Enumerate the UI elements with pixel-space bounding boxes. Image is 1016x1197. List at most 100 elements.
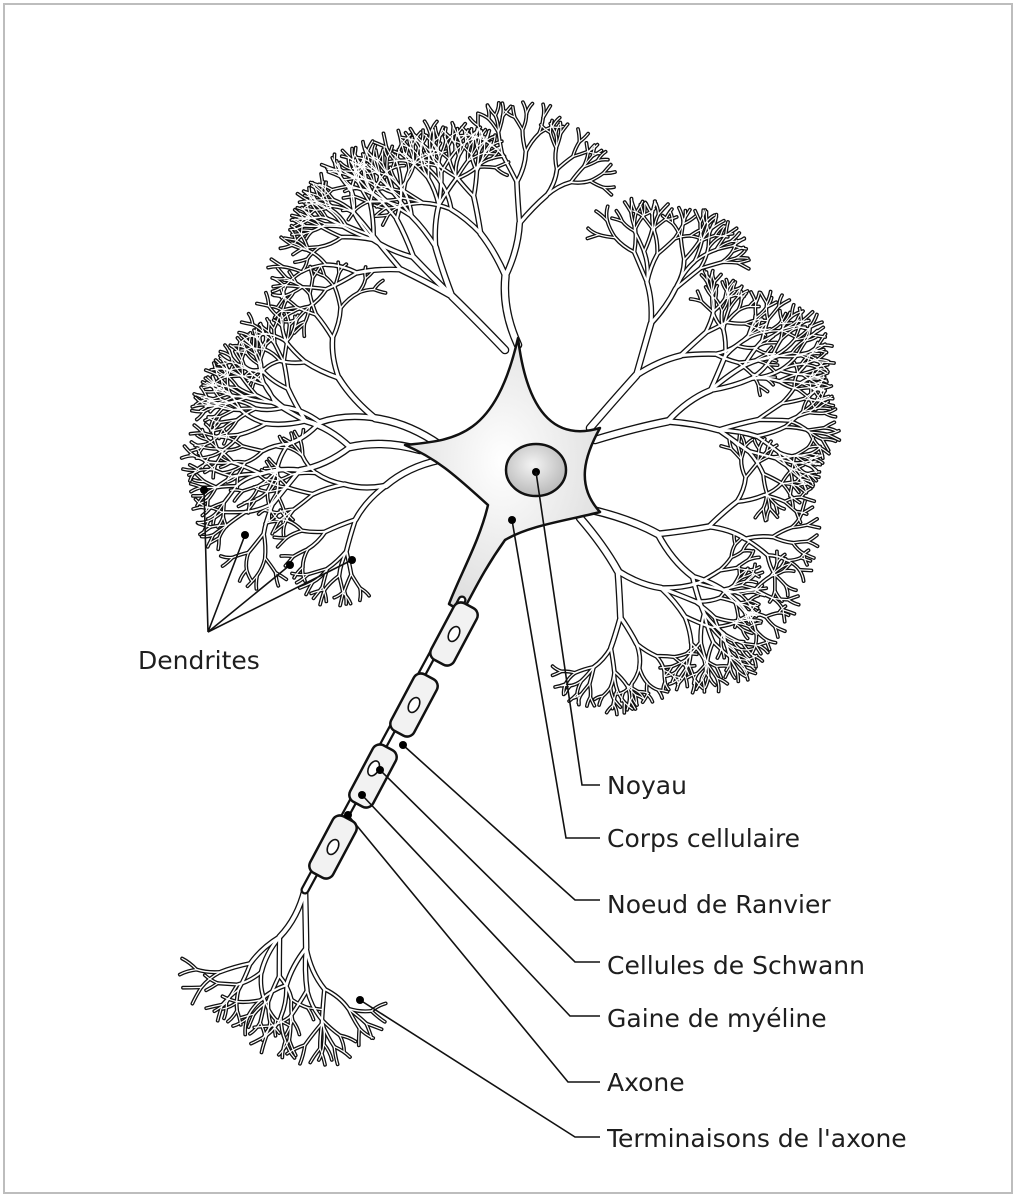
branch-fill	[590, 375, 636, 428]
branch-fill	[428, 156, 429, 179]
leader-dendrites-3	[208, 560, 352, 632]
myelin-sheath-1	[427, 600, 480, 669]
label-gaine-de-myeline: Gaine de myéline	[607, 1006, 827, 1031]
label-noyau: Noyau	[607, 773, 687, 798]
dot-dendrite-2	[241, 531, 249, 539]
branch-fill	[709, 502, 737, 527]
label-axone: Axone	[607, 1070, 685, 1095]
branch-fill	[371, 1011, 384, 1022]
branch-fill	[520, 196, 547, 224]
branch-fill	[755, 303, 756, 318]
branch-fill	[338, 262, 339, 273]
branch-fill	[211, 462, 233, 463]
branch-fill	[359, 1028, 360, 1045]
branch-fill	[515, 117, 523, 130]
branch-fill	[285, 341, 305, 362]
leader-corps-cellulaire	[512, 520, 600, 838]
dot-gaine-myeline	[358, 791, 366, 799]
branch-fill	[768, 307, 779, 320]
branch-fill	[192, 987, 201, 1003]
label-corps-cellulaire: Corps cellulaire	[607, 826, 800, 851]
dot-terminaisons	[356, 996, 364, 1004]
label-terminaisons-de-laxone: Terminaisons de l'axone	[607, 1126, 929, 1151]
branch-fill	[294, 494, 313, 509]
branch-fill	[656, 656, 674, 657]
branch-fill	[557, 157, 573, 170]
branch-fill	[387, 157, 388, 173]
branch-fill	[799, 570, 811, 571]
myelin-sheath-3	[346, 742, 399, 811]
branch-fill	[707, 272, 708, 282]
leader-terminaisons	[360, 1000, 600, 1137]
branch-fill	[265, 558, 276, 573]
branch-fill	[322, 227, 342, 237]
branch-fill	[481, 234, 506, 277]
branch-fill	[745, 539, 767, 555]
label-noeud-de-ranvier: Noeud de Ranvier	[607, 892, 831, 917]
axon	[305, 600, 481, 890]
branch-fill	[412, 216, 436, 247]
branch-fill	[620, 617, 636, 644]
branch-fill	[746, 463, 758, 478]
branch-fill	[618, 571, 621, 617]
branch-fill	[253, 336, 254, 347]
branch-fill	[687, 653, 697, 654]
branch-fill	[737, 560, 749, 568]
branch-fill	[773, 528, 792, 538]
soma-shape	[405, 338, 600, 612]
branch-fill	[592, 510, 658, 534]
branch-fill	[758, 420, 789, 421]
branch-fill	[582, 684, 590, 694]
myelin-sheath-4	[306, 813, 359, 882]
branch-fill	[274, 537, 286, 538]
branch-fill	[280, 888, 305, 937]
cell-body	[405, 338, 600, 612]
frame-border	[4, 4, 1012, 1193]
branch-fill	[239, 424, 266, 435]
branch-fill	[659, 204, 669, 214]
branch-fill	[505, 276, 518, 345]
dot-cellules-schwann	[376, 766, 384, 774]
dot-noeud-ranvier	[399, 741, 407, 749]
dot-dendrite-1	[200, 486, 208, 494]
branch-fill	[360, 588, 361, 600]
leader-cellules-schwann	[380, 770, 600, 962]
branch-fill	[365, 267, 366, 279]
branch-fill	[722, 262, 738, 263]
branch-fill	[611, 617, 621, 648]
dot-axone	[344, 811, 352, 819]
branch-fill	[580, 518, 618, 571]
branch-fill	[305, 948, 307, 990]
myelin-sheath-2	[387, 671, 440, 740]
branch-fill	[769, 456, 779, 457]
branch-fill	[316, 315, 332, 338]
branch-fill	[733, 641, 744, 642]
branch-fill	[502, 154, 517, 182]
branch-fill	[595, 421, 668, 440]
axon-terminal-tree	[180, 888, 386, 1065]
branch-fill	[344, 574, 351, 591]
branch-fill	[603, 187, 614, 188]
branch-fill	[758, 404, 782, 420]
dot-corps-cellulaire	[508, 516, 516, 524]
label-dendrites: Dendrites	[138, 648, 260, 673]
branch-fill	[483, 153, 496, 154]
branch-fill	[729, 293, 730, 309]
branch-fill	[743, 551, 753, 552]
branch-fill	[783, 571, 794, 572]
branch-fill	[452, 297, 505, 350]
branch-fill	[278, 268, 287, 278]
dot-dendrite-3	[286, 561, 294, 569]
branch-fill	[816, 369, 826, 370]
branch-fill	[249, 533, 264, 552]
branch-fill	[644, 230, 652, 252]
branch-fill	[305, 888, 306, 948]
branch-fill	[657, 239, 674, 254]
branch-fill	[766, 617, 775, 627]
branch-fill	[681, 354, 715, 356]
branch-fill	[560, 123, 561, 134]
branch-fill	[590, 173, 603, 181]
branch-fill	[457, 177, 474, 196]
